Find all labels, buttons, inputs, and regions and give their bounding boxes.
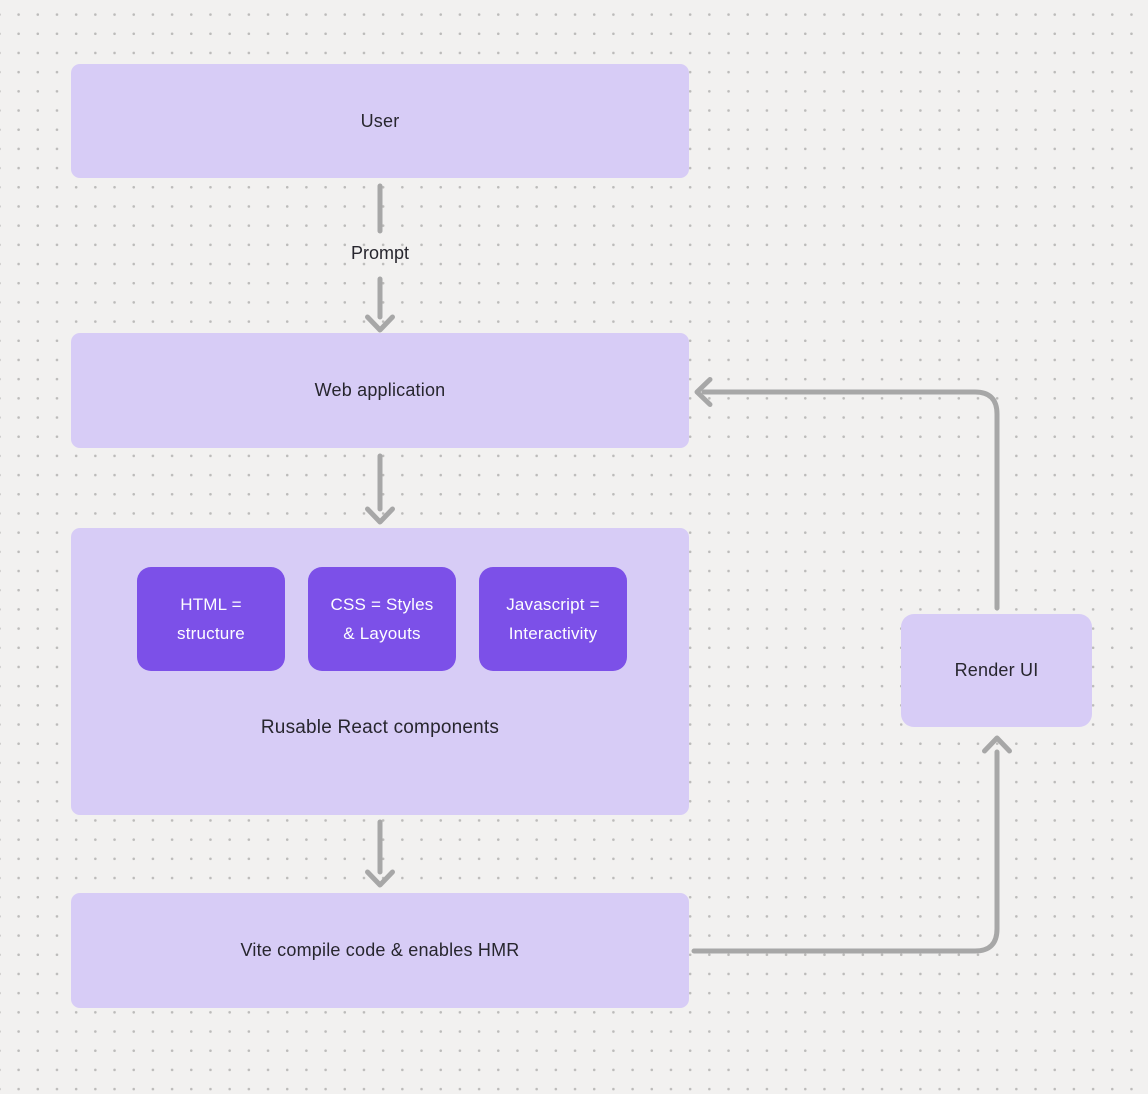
- edge-label-prompt: Prompt: [350, 243, 410, 263]
- chip-javascript: Javascript = Interactivity: [479, 567, 627, 671]
- components-group-caption: Rusable React components: [260, 717, 500, 738]
- node-render-ui: Render UI: [901, 614, 1092, 727]
- chip-css: CSS = Styles & Layouts: [308, 567, 456, 671]
- node-vite: Vite compile code & enables HMR: [71, 893, 689, 1008]
- node-render-ui-label: Render UI: [954, 660, 1039, 680]
- arrowhead-down-group-to-vite: [365, 869, 395, 888]
- arrowhead-down-user-to-webapp: [365, 314, 395, 333]
- components-chip-row: HTML = structure CSS = Styles & Layouts …: [137, 567, 627, 671]
- arrowhead-left-renderui-to-webapp: [694, 377, 713, 407]
- edge-vite-to-renderui-segment: [691, 749, 1000, 954]
- edge-renderui-to-webapp-segment: [701, 389, 1000, 611]
- node-web-application-label: Web application: [314, 380, 446, 400]
- chip-css-label: CSS = Styles & Layouts: [330, 595, 434, 643]
- node-vite-label: Vite compile code & enables HMR: [240, 940, 520, 960]
- node-user: User: [71, 64, 689, 178]
- node-web-application: Web application: [71, 333, 689, 448]
- arrowhead-down-webapp-to-group: [365, 506, 395, 525]
- node-components-group: HTML = structure CSS = Styles & Layouts …: [71, 528, 689, 815]
- chip-html: HTML = structure: [137, 567, 285, 671]
- chip-javascript-label: Javascript = Interactivity: [506, 595, 600, 643]
- node-user-label: User: [360, 110, 400, 131]
- chip-html-label: HTML = structure: [177, 595, 245, 643]
- arrowhead-up-vite-to-renderui: [982, 735, 1012, 754]
